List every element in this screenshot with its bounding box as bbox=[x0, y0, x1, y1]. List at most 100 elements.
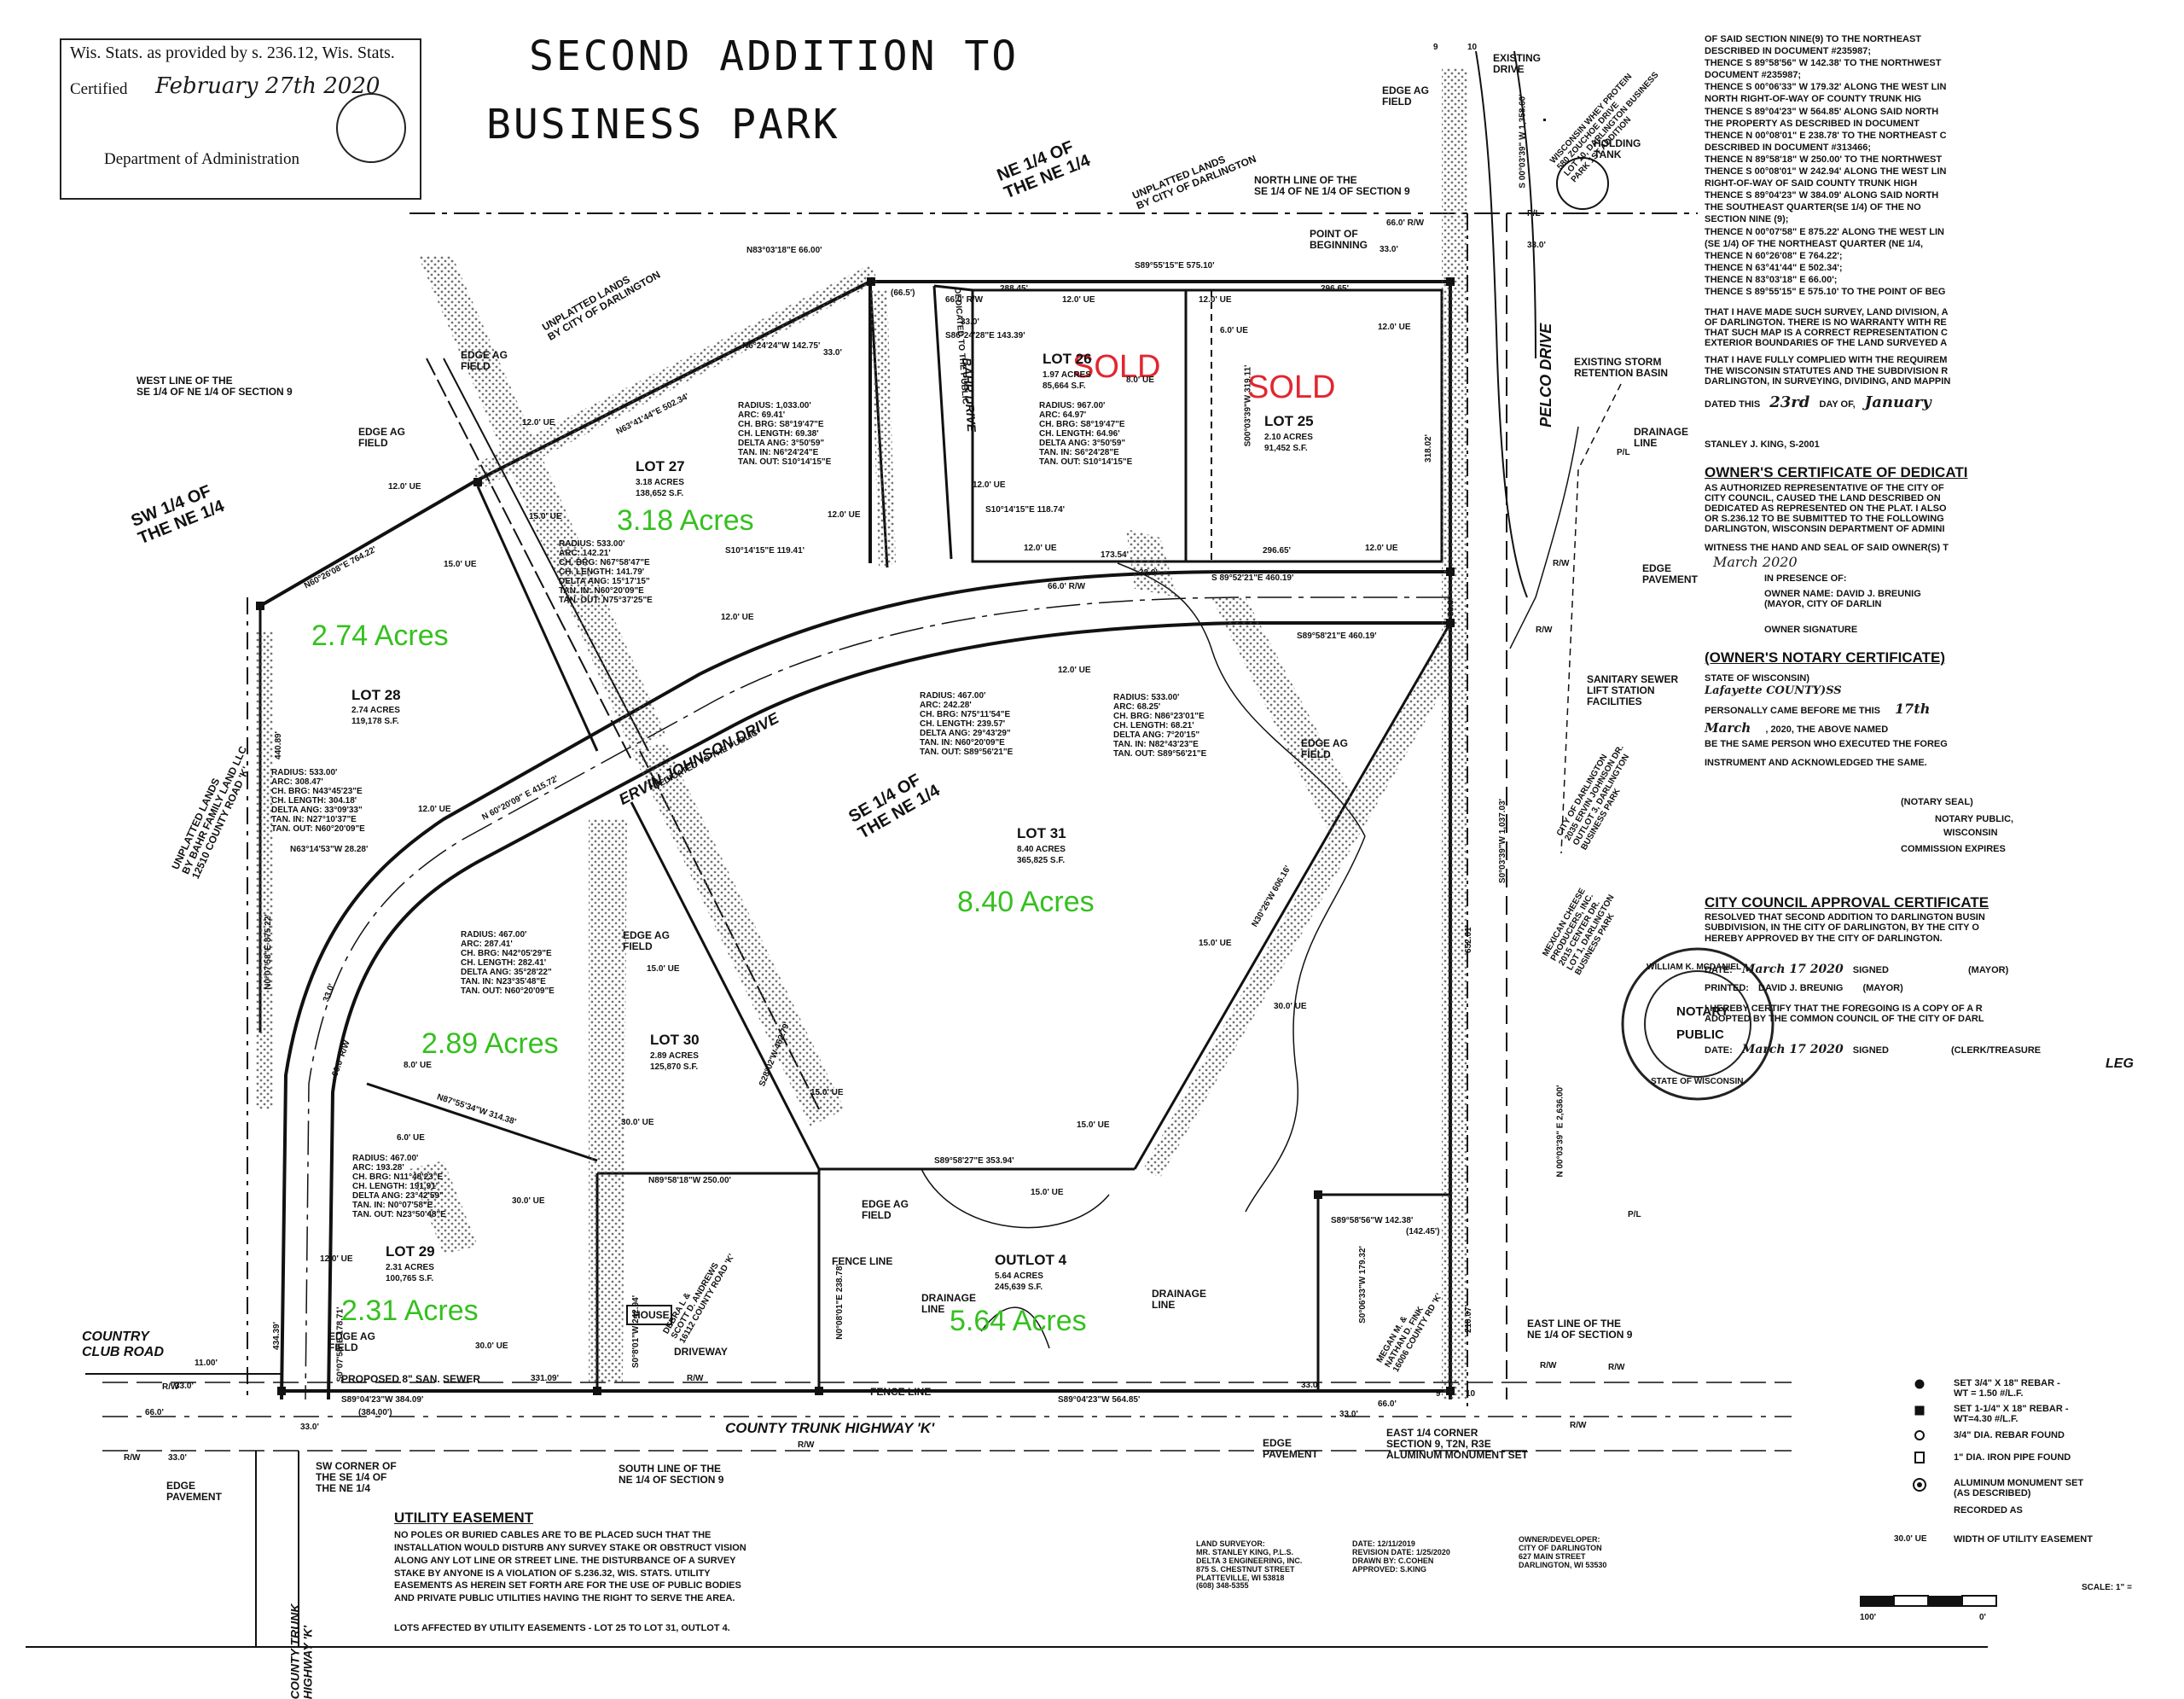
legend-item-target: ALUMINUM MONUMENT SET (AS DESCRIBED) bbox=[1954, 1478, 2084, 1498]
dim-173: 173.54' bbox=[1101, 550, 1129, 560]
notary-same: BE THE SAME PERSON WHO EXECUTED THE FORE… bbox=[1705, 739, 1948, 750]
dim-33-6: 33.0' bbox=[1301, 1381, 1320, 1390]
fence-line-note-1: FENCE LINE bbox=[832, 1255, 893, 1267]
lot31-sf: 365,825 S.F. bbox=[1017, 856, 1066, 865]
legend-item-pipe: 1" DIA. IRON PIPE FOUND bbox=[1954, 1452, 2071, 1463]
legal-description-line: DESCRIBED IN DOCUMENT #235987; bbox=[1705, 46, 1871, 57]
lot31-acres: 8.40 ACRES bbox=[1017, 845, 1066, 854]
ue-30-2: 30.0' UE bbox=[512, 1196, 545, 1206]
ue-6: 6.0' UE bbox=[1220, 326, 1248, 335]
notary-county: Lafayette COUNTY)SS bbox=[1705, 684, 1842, 697]
section-9-bottom: 9 bbox=[1436, 1389, 1441, 1399]
rw-66-4: 66.0' R/W bbox=[1386, 218, 1425, 228]
notary-public-label: NOTARY PUBLIC, bbox=[1935, 814, 2014, 825]
bearing-n83-66: N83°03'18"E 66.00' bbox=[746, 246, 822, 255]
legal-description-line: THE SOUTHEAST QUARTER(SE 1/4) OF THE NO bbox=[1705, 202, 1921, 213]
ue-8: 8.0' UE bbox=[1126, 375, 1154, 385]
legend-heading: LEG bbox=[2106, 1056, 2134, 1071]
lot28-acres: 2.74 ACRES bbox=[351, 706, 400, 715]
bearing-s89-142: S89°58'56"W 142.38' bbox=[1331, 1216, 1414, 1225]
ue-12-12: 12.0' UE bbox=[418, 805, 451, 814]
outlot4-name: OUTLOT 4 bbox=[995, 1252, 1067, 1268]
ue-8-2: 8.0' UE bbox=[404, 1061, 432, 1070]
drainage-line-note-3: DRAINAGE LINE bbox=[1634, 426, 1689, 450]
east-quarter-corner-note: EAST 1/4 CORNER SECTION 9, T2N, R3E ALUM… bbox=[1386, 1427, 1528, 1462]
east-line-note: EAST LINE OF THE NE 1/4 OF SECTION 9 bbox=[1527, 1318, 1633, 1341]
legal-description-line: THENCE N 00°07'58" E 875.22' ALONG THE W… bbox=[1705, 226, 1944, 237]
lot29-acreage-label: 2.31 Acres bbox=[341, 1295, 479, 1327]
legend-item-open-circle: 3/4" DIA. REBAR FOUND bbox=[1954, 1430, 2065, 1440]
plat-title-line1: SECOND ADDITION TO bbox=[529, 32, 1019, 80]
bearing-s10-118: S10°14'15"E 118.74' bbox=[985, 505, 1066, 515]
dim-142: (142.45') bbox=[1406, 1227, 1440, 1236]
lot25-sf: 91,452 S.F. bbox=[1264, 444, 1308, 453]
point-of-beginning-note: POINT OF BEGINNING bbox=[1310, 228, 1368, 252]
surveyor-block: LAND SURVEYOR: MR. STANLEY KING, P.L.S. … bbox=[1196, 1539, 1303, 1591]
country-club-road-label: COUNTRY CLUB ROAD bbox=[82, 1330, 164, 1359]
ue-6-2: 6.0' UE bbox=[397, 1133, 425, 1143]
bearing-s89-460-a: S 89°52'21"E 460.19' bbox=[1211, 573, 1294, 583]
bearing-s89-353: S89°58'27"E 353.94' bbox=[934, 1156, 1014, 1166]
owner-certificate-heading: OWNER'S CERTIFICATE OF DEDICATI bbox=[1705, 463, 1968, 480]
stamp-statute: Wis. Stats. as provided by s. 236.12, Wi… bbox=[70, 44, 395, 62]
bearing-n6-142: N6°24'24"W 142.75' bbox=[742, 341, 821, 351]
driveway-note: DRIVEWAY bbox=[674, 1346, 728, 1358]
house-note: HOUSE bbox=[633, 1309, 670, 1321]
stamp-certified-label: Certified bbox=[70, 80, 128, 98]
seal-bottom-text: STATE OF WISCONSIN bbox=[1651, 1077, 1744, 1086]
notary-month-row: March , 2020, THE ABOVE NAMED bbox=[1705, 720, 2165, 736]
rw-8: R/W bbox=[1608, 1363, 1625, 1372]
legal-description-line: THE PROPERTY AS DESCRIBED IN DOCUMENT bbox=[1705, 118, 1920, 129]
plat-title-line2: BUSINESS PARK bbox=[486, 101, 840, 148]
ue-12-7: 12.0' UE bbox=[1365, 544, 1398, 553]
dim-296-top: 296.65' bbox=[1321, 284, 1349, 294]
printed-mayor: (MAYOR) bbox=[1862, 982, 1903, 993]
owner-signature-label: OWNER SIGNATURE bbox=[1764, 624, 1858, 635]
legal-description-line: DOCUMENT #235987; bbox=[1705, 70, 1802, 81]
legal-description-line: THENCE N 63°41'44" E 502.34'; bbox=[1705, 262, 1843, 273]
pl-2: P/L bbox=[1527, 209, 1541, 218]
legend-item-filled-square: SET 1-1/4" X 18" REBAR - WT=4.30 #/L.F. bbox=[1954, 1404, 2069, 1424]
legal-description-line: THENCE S 00°08'01" W 242.94' ALONG THE W… bbox=[1705, 166, 1947, 177]
printed-name: DAVID J. BREUNIG bbox=[1758, 982, 1844, 993]
rw-66-1: 66.0' R/W bbox=[945, 295, 984, 305]
seal-notary-text: NOTARY bbox=[1676, 1004, 1729, 1019]
legal-description-line: THENCE S 89°58'56" W 142.38' TO THE NORT… bbox=[1705, 58, 1942, 69]
south-line-note: SOUTH LINE OF THE NE 1/4 OF SECTION 9 bbox=[619, 1463, 724, 1487]
legal-description-line: THENCE S 89°04'23" W 384.09' ALONG SAID … bbox=[1705, 190, 1939, 201]
lot25-acres: 2.10 ACRES bbox=[1264, 433, 1313, 442]
dim-33-1: 33.0' bbox=[823, 348, 842, 358]
bearing-n0-875: N0°07'58"E 875.22' bbox=[263, 914, 273, 990]
ue-30-4: 30.0' UE bbox=[1274, 1002, 1307, 1011]
dated-label: DATED THIS bbox=[1705, 399, 1761, 410]
curve-data-8: RADIUS: 467.00' ARC: 193.28' CH. BRG: N1… bbox=[352, 1154, 446, 1219]
cert-signed: SIGNED bbox=[1852, 1044, 1889, 1056]
witness-text: WITNESS THE HAND AND SEAL OF SAID OWNER(… bbox=[1705, 542, 1949, 553]
rw-5: R/W bbox=[1553, 559, 1570, 568]
lot26-sold-label: SOLD bbox=[1072, 349, 1161, 385]
scale-tick-0: 0' bbox=[1979, 1613, 1986, 1622]
rw-1: R/W bbox=[162, 1382, 179, 1392]
lot31-name: LOT 31 bbox=[1017, 825, 1066, 841]
cert-date: March 17 2020 bbox=[1741, 1042, 1844, 1056]
legal-description-line: THENCE N 60°26'08" E 764.22'; bbox=[1705, 250, 1843, 261]
lot29-sf: 100,765 S.F. bbox=[386, 1274, 434, 1283]
ue-15-7: 15.0' UE bbox=[1031, 1188, 1064, 1197]
presence-text: IN PRESENCE OF: bbox=[1764, 573, 1847, 584]
owner-name: OWNER NAME: DAVID J. BREUNIG (MAYOR, CIT… bbox=[1764, 588, 1921, 609]
dim-331: 331.09' bbox=[531, 1374, 559, 1383]
printed-label: PRINTED: bbox=[1705, 982, 1749, 993]
notary-came-row: PERSONALLY CAME BEFORE ME THIS 17th bbox=[1705, 701, 2165, 717]
rw-2: R/W bbox=[124, 1453, 141, 1463]
dim-238: N0°08'01"E 238.78' bbox=[834, 1264, 845, 1340]
notary-month: March bbox=[1705, 720, 1751, 736]
certify-text: I HEREBY CERTIFY THAT THE FOREGOING IS A… bbox=[1705, 1003, 1984, 1024]
curve-data-1: RADIUS: 1,033.00' ARC: 69.41' CH. BRG: S… bbox=[738, 401, 832, 467]
bearing-s0-179: S0°06'33"W 179.32' bbox=[1357, 1246, 1368, 1324]
pl-3: P/L bbox=[1617, 448, 1630, 457]
council-mayor: (MAYOR) bbox=[1968, 964, 2009, 975]
ue-15-4: 15.0' UE bbox=[810, 1088, 844, 1097]
dim-33-2: 33.0' bbox=[961, 317, 979, 327]
ue-12-9: 12.0' UE bbox=[522, 418, 555, 428]
cert-clerk: (CLERK/TREASURE bbox=[1951, 1044, 2042, 1056]
